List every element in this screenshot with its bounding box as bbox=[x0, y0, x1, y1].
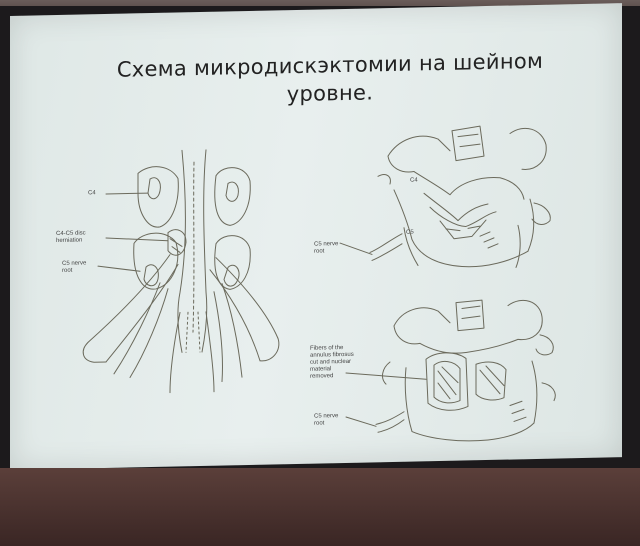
label-c4-left: C4 bbox=[88, 190, 96, 197]
label-nerve-root-left-line-2: root bbox=[62, 267, 73, 274]
label-annulus-fibers: Fibers of the annulus fibrosus cut and n… bbox=[310, 345, 354, 381]
label-nerve-root-top-right: C5 nerve root bbox=[314, 241, 338, 256]
label-nerve-root-left-line-1: C5 nerve bbox=[62, 260, 87, 267]
figure-bottom-right-discectomy bbox=[345, 299, 556, 442]
figure-top-right-vertebrae bbox=[339, 125, 551, 268]
label-nerve-root-left: C5 nerve root bbox=[62, 260, 86, 275]
label-nerve-root-top-right-line-1: C5 nerve bbox=[314, 241, 339, 248]
label-disc-herniation-line-2: herniation bbox=[56, 237, 83, 245]
label-nerve-root-top-right-line-2: root bbox=[314, 248, 325, 255]
label-annulus-line-5: removed bbox=[310, 373, 334, 380]
label-c4-right: C4 bbox=[410, 177, 418, 184]
label-annulus-line-3: cut and nuclear bbox=[310, 358, 352, 366]
label-c5-right: C5 bbox=[406, 229, 414, 236]
figure-left-posterior-view bbox=[82, 149, 280, 394]
projector-screen-frame: Схема микродискэктомии на шейном уровне. bbox=[0, 3, 640, 476]
projected-slide: Схема микродискэктомии на шейном уровне. bbox=[10, 3, 622, 471]
label-nerve-root-bottom-right-line-2: root bbox=[314, 420, 325, 427]
label-nerve-root-bottom-right-line-1: C5 nerve bbox=[314, 413, 339, 420]
room-floor-wall bbox=[0, 468, 640, 546]
anatomical-illustrations bbox=[82, 125, 556, 442]
label-nerve-root-bottom-right: C5 nerve root bbox=[314, 413, 338, 428]
label-disc-herniation: C4-C5 disc herniation bbox=[56, 230, 86, 245]
